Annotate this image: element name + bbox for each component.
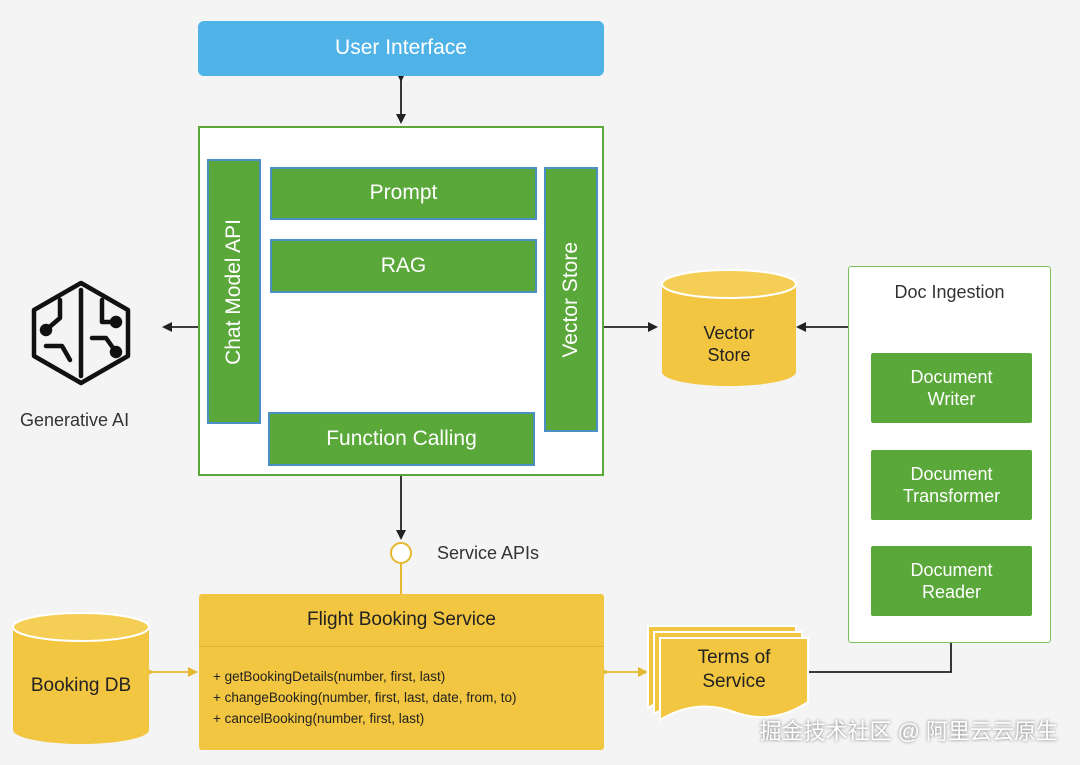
document-reader-line1: Document <box>910 559 993 580</box>
document-writer-box: Document Writer <box>871 353 1032 423</box>
flight-booking-service-box: Flight Booking Service + getBookingDetai… <box>199 594 604 750</box>
vector-store-db-line1: Vector <box>703 322 755 343</box>
method-change-booking: + changeBooking(number, first, last, dat… <box>213 690 517 705</box>
chat-model-api-label: Chat Model API <box>221 218 245 365</box>
terms-line2: Service <box>702 671 766 692</box>
rag-block: RAG <box>270 239 537 293</box>
vector-store-block: Vector Store <box>544 167 598 432</box>
method-get-booking-details: + getBookingDetails(number, first, last) <box>213 669 446 684</box>
document-writer-line1: Document <box>910 366 993 387</box>
user-interface-label: User Interface <box>335 36 467 60</box>
terms-of-service-docs <box>647 625 809 722</box>
document-reader-line2: Reader <box>921 582 982 602</box>
service-apis-label: Service APIs <box>437 543 540 563</box>
vector-store-cylinder <box>661 269 797 386</box>
booking-db-cylinder <box>12 612 150 744</box>
vector-store-strip-label: Vector Store <box>558 241 582 358</box>
document-transformer-line2: Transformer <box>902 486 1001 506</box>
function-calling-label: Function Calling <box>326 426 477 450</box>
vector-store-db-line2: Store <box>707 345 751 365</box>
terms-of-service-label: Terms of Service <box>660 642 808 698</box>
document-transformer-box: Document Transformer <box>871 450 1032 520</box>
service-api-socket <box>390 542 412 564</box>
prompt-block: Prompt <box>270 167 537 220</box>
terms-line1: Terms of <box>697 647 771 669</box>
flight-booking-methods: + getBookingDetails(number, first, last)… <box>213 666 517 729</box>
rag-label: RAG <box>380 253 427 277</box>
function-calling-block: Function Calling <box>268 412 535 466</box>
prompt-label: Prompt <box>369 181 438 205</box>
watermark-text: 掘金技术社区 @ 阿里云云原生 <box>759 719 1058 744</box>
doc-ingestion-title: Doc Ingestion <box>894 282 1005 302</box>
document-writer-line2: Writer <box>927 389 976 409</box>
booking-db-label: Booking DB <box>30 675 132 697</box>
brain-circuit-icon <box>31 280 131 386</box>
method-cancel-booking: + cancelBooking(number, first, last) <box>213 711 425 726</box>
flight-booking-divider <box>199 646 604 647</box>
vector-store-db-label: Vector Store <box>662 316 796 372</box>
user-interface-box: User Interface <box>198 21 604 76</box>
document-reader-box: Document Reader <box>871 546 1032 616</box>
flight-booking-title: Flight Booking Service <box>306 609 497 631</box>
document-transformer-line1: Document <box>910 463 993 484</box>
chat-model-api-block: Chat Model API <box>207 159 261 424</box>
generative-ai-label: Generative AI <box>20 410 130 430</box>
